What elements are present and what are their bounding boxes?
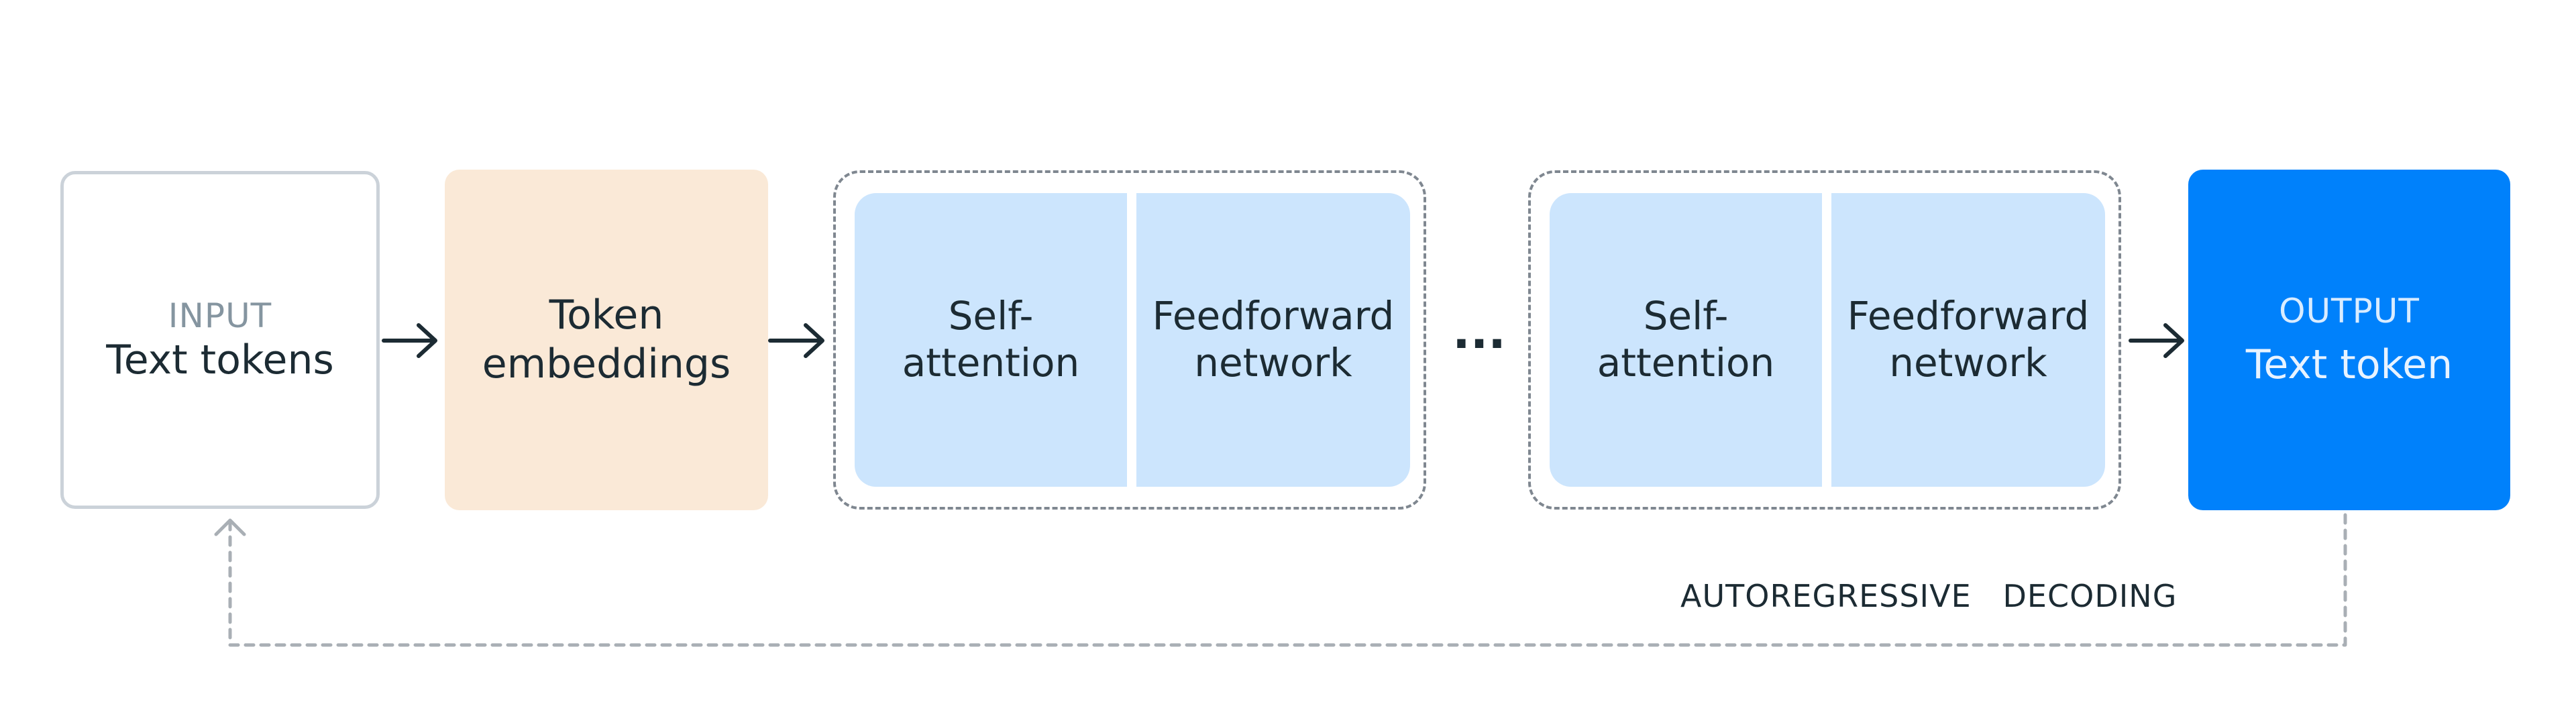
token-embeddings-node: Token embeddings bbox=[445, 170, 768, 510]
arrow-embeddings-to-block-1 bbox=[768, 323, 824, 358]
attention-line-2: attention bbox=[1597, 340, 1775, 386]
output-kicker: OUTPUT bbox=[2279, 292, 2420, 331]
attention-line-1: Self- bbox=[948, 293, 1034, 339]
input-label: Text tokens bbox=[106, 337, 334, 384]
attention-line-2: attention bbox=[902, 340, 1080, 386]
embeddings-line-2: embeddings bbox=[482, 341, 731, 388]
self-attention-cell: Self- attention bbox=[1550, 193, 1822, 487]
autoregressive-loop-arrow bbox=[214, 513, 2347, 647]
feedforward-network-cell: Feedforward network bbox=[1831, 193, 2105, 487]
feedforward-line-2: network bbox=[1889, 340, 2047, 386]
caption-text: AUTOREGRESSIVE DECODING bbox=[1680, 578, 2178, 614]
output-node: OUTPUT Text token bbox=[2188, 170, 2510, 510]
embeddings-line-1: Token bbox=[549, 291, 664, 339]
feedforward-line-1: Feedforward bbox=[1152, 293, 1395, 339]
feedforward-line-1: Feedforward bbox=[1847, 293, 2090, 339]
transformer-block-1: Self- attention Feedforward network bbox=[833, 170, 1426, 510]
transformer-block-2: Self- attention Feedforward network bbox=[1528, 170, 2121, 510]
input-kicker: INPUT bbox=[168, 296, 272, 335]
repeat-ellipsis: ... bbox=[1452, 304, 1506, 359]
attention-line-1: Self- bbox=[1643, 293, 1729, 339]
autoregressive-decoding-caption: AUTOREGRESSIVE DECODING bbox=[1680, 578, 2177, 614]
arrow-input-to-embeddings bbox=[382, 323, 437, 358]
input-node: INPUT Text tokens bbox=[60, 171, 380, 509]
self-attention-cell: Self- attention bbox=[855, 193, 1127, 487]
output-label: Text token bbox=[2245, 341, 2453, 388]
feedforward-network-cell: Feedforward network bbox=[1136, 193, 1410, 487]
arrow-block-2-to-output bbox=[2129, 323, 2184, 358]
feedforward-line-2: network bbox=[1194, 340, 1352, 386]
